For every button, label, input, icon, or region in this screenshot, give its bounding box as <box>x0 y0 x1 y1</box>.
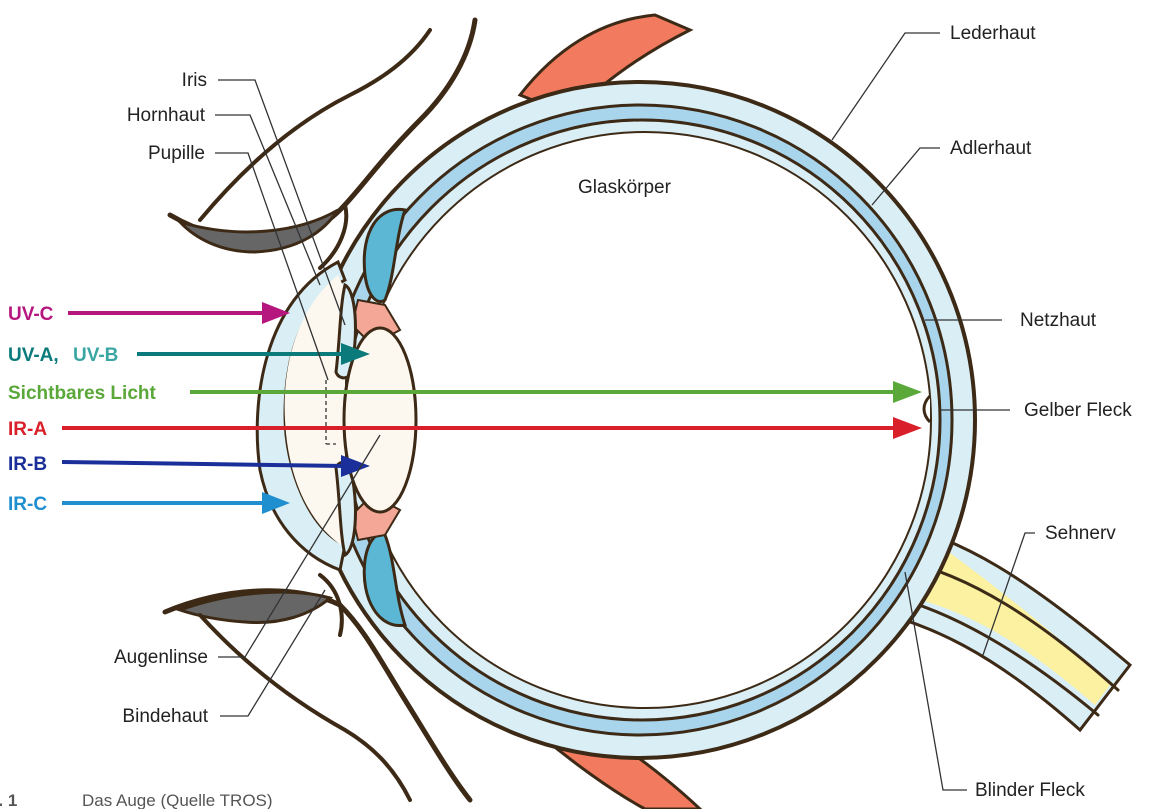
label-pupille: Pupille <box>148 143 205 164</box>
leader-lederhaut <box>832 33 940 140</box>
ray-label-uvc: UV-C <box>8 304 54 325</box>
label-blinder-fleck: Blinder Fleck <box>975 780 1085 801</box>
ray-label-visible: Sichtbares Licht <box>8 383 156 404</box>
label-bindehaut: Bindehaut <box>122 706 208 727</box>
ray-label-irb: IR-B <box>8 454 47 475</box>
label-glaskoerper: Glaskörper <box>578 177 672 198</box>
ray-label-uva: UV-A, <box>8 345 59 366</box>
ray-label-ira: IR-A <box>8 419 47 440</box>
label-iris: Iris <box>182 70 207 91</box>
label-lederhaut: Lederhaut <box>950 23 1036 44</box>
label-hornhaut: Hornhaut <box>127 105 206 126</box>
leader-hornhaut <box>215 115 320 285</box>
label-netzhaut: Netzhaut <box>1020 310 1097 331</box>
label-adlerhaut: Adlerhaut <box>950 138 1032 159</box>
label-augenlinse: Augenlinse <box>114 647 208 668</box>
ray-label-irc: IR-C <box>8 494 47 515</box>
caption-number: b. 1 <box>0 791 17 809</box>
caption-text: Das Auge (Quelle TROS) <box>82 791 273 809</box>
label-sehnerv: Sehnerv <box>1045 523 1116 544</box>
label-gelber-fleck: Gelber Fleck <box>1024 400 1132 421</box>
ray-label-uvb: UV-B <box>73 345 118 366</box>
vitreous-body <box>359 132 931 708</box>
